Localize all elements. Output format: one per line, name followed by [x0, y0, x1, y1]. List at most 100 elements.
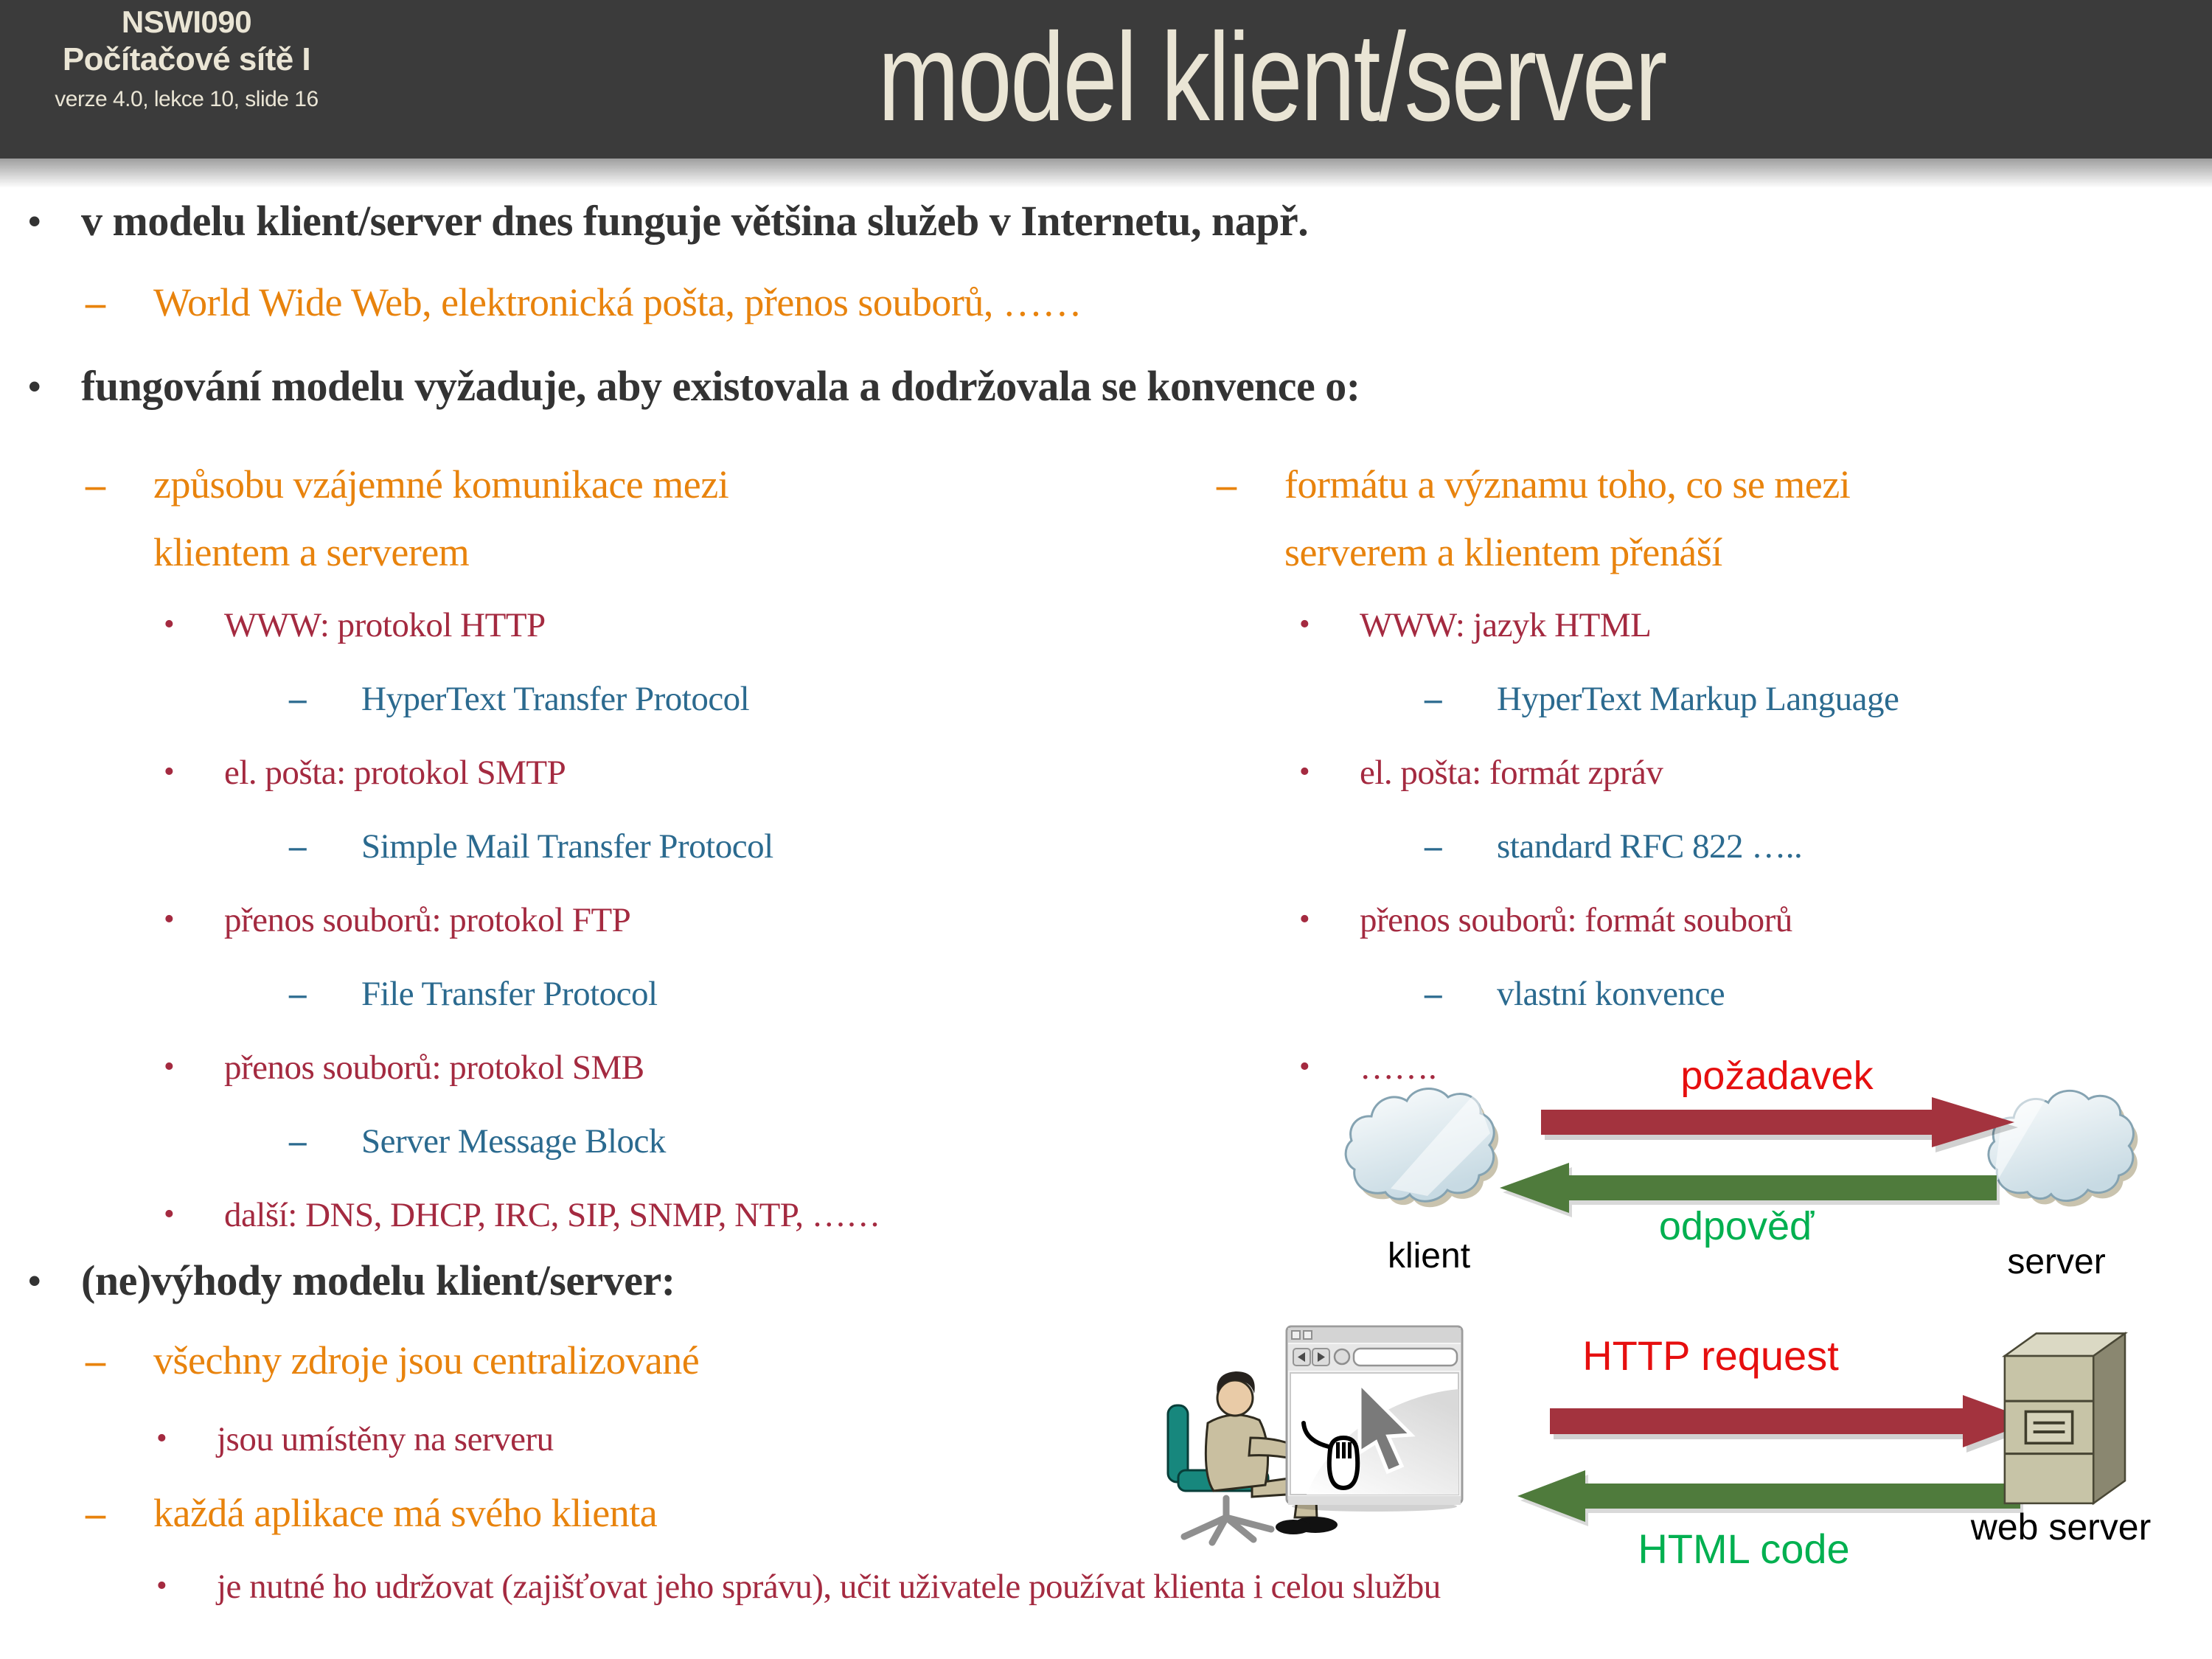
list-item: • el. pošta: protokol SMTP: [164, 754, 880, 827]
bullet-3: • (ne)výhody modelu klient/server:: [28, 1256, 675, 1305]
html-code-label: HTML code: [1638, 1526, 1850, 1572]
forward-icon: [1318, 1352, 1325, 1362]
bullet-1-sub: – World Wide Web, elektronická pošta, př…: [86, 280, 1082, 324]
dash-icon: –: [289, 1122, 307, 1161]
bullet-icon: •: [1299, 1050, 1310, 1084]
top-arrows: [1500, 1097, 2018, 1217]
list-item-text: el. pošta: protokol SMTP: [224, 754, 566, 792]
cursor-arrow-icon: [1357, 1378, 1416, 1475]
web-server-label: web server: [1970, 1506, 2152, 1548]
address-bar: [1352, 1347, 1458, 1367]
list-item-text: WWW: protokol HTTP: [224, 606, 546, 644]
bullet-icon: •: [164, 755, 175, 789]
dash-icon: –: [289, 827, 307, 866]
list-item: –vlastní konvence: [1299, 975, 1899, 1048]
dash-icon: –: [289, 975, 307, 1013]
dash-icon: –: [1425, 680, 1442, 718]
server-label: server: [2007, 1242, 2106, 1281]
bullet-icon: •: [28, 366, 41, 407]
list-item-text: Server Message Block: [361, 1122, 666, 1161]
right-heading-line1: formátu a významu toho, co se mezi: [1284, 462, 1851, 507]
left-column-list: • WWW: protokol HTTP – HyperText Transfer …: [164, 606, 880, 1270]
course-info: NSWI090 Počítačové sítě I verze 4.0, lek…: [13, 4, 360, 113]
list-item-text: přenos souborů: protokol SMB: [224, 1048, 644, 1087]
slide-title-text: model klient/server: [877, 7, 1668, 147]
titlebar-square: [1291, 1330, 1301, 1340]
person-hair: [1217, 1371, 1255, 1395]
list-item-text: přenos souborů: protokol FTP: [224, 901, 631, 939]
bullet-icon: •: [1299, 608, 1310, 641]
bullet-icon: •: [164, 608, 175, 641]
browser-window-icon: [1285, 1325, 1464, 1512]
list-item-text: el. pošta: formát zpráv: [1360, 754, 1663, 792]
bottom-arrows: [1517, 1395, 2037, 1526]
refresh-button: [1333, 1348, 1351, 1366]
list-item-text: Simple Mail Transfer Protocol: [361, 827, 773, 866]
response-label: odpověď: [1658, 1204, 1815, 1248]
list-item-text: vlastní konvence: [1497, 975, 1725, 1013]
bullet-icon: •: [1299, 902, 1310, 936]
list-item: • WWW: jazyk HTML: [1299, 606, 1899, 680]
dash-icon: –: [1425, 827, 1442, 866]
mouse-line: [1336, 1442, 1340, 1458]
list-item-text: File Transfer Protocol: [361, 975, 658, 1013]
left-heading-line1: způsobu vzájemné komunikace mezi: [153, 462, 729, 507]
browser-titlebar: [1288, 1328, 1461, 1343]
dash-icon: –: [86, 1338, 105, 1382]
list-item: •el. pošta: formát zpráv: [1299, 754, 1899, 827]
list-item: – HyperText Markup Language: [1299, 680, 1899, 754]
list-item-text: …….: [1360, 1048, 1437, 1087]
chair-base: [1180, 1495, 1275, 1546]
right-column-list: • WWW: jazyk HTML – HyperText Markup Langu…: [1299, 606, 1899, 1122]
bullet-icon: •: [28, 201, 41, 242]
html-code-arrow-icon: [1517, 1470, 2020, 1522]
bullet-3-sub2: – každá aplikace má svého klienta: [86, 1491, 658, 1535]
list-item-text: WWW: jazyk HTML: [1360, 606, 1652, 644]
request-arrow-icon: [1541, 1097, 2014, 1147]
tower-side: [2092, 1331, 2126, 1506]
list-item-text: HyperText Markup Language: [1497, 680, 1899, 718]
right-column-heading-text: formátu a významu toho, co se mezi serve…: [1284, 451, 1851, 587]
bullet-2: • fungování modelu vyžaduje, aby existov…: [28, 362, 1360, 411]
list-item-text: standard RFC 822 …..: [1497, 827, 1803, 866]
bullet-1-text: v modelu klient/server dnes funguje větš…: [81, 197, 1309, 245]
dash-icon: –: [86, 280, 105, 324]
bullet-3-sub1-text: všechny zdroje jsou centralizované: [153, 1338, 700, 1382]
left-column-heading-text: způsobu vzájemné komunikace mezi kliente…: [153, 451, 729, 587]
slide-title: model klient/server: [627, 0, 1917, 155]
client-label: klient: [1387, 1237, 1471, 1276]
left-column-heading: – způsobu vzájemné komunikace mezi klien…: [86, 451, 729, 587]
list-item: •přenos souborů: formát souborů: [1299, 901, 1899, 975]
bullet-icon: •: [156, 1569, 167, 1603]
mouse-cable: [1301, 1421, 1331, 1449]
list-item: • WWW: protokol HTTP: [164, 606, 880, 680]
bullet-3-sub1-detail: • jsou umístěny na serveru: [156, 1420, 554, 1459]
shoe: [1276, 1520, 1311, 1534]
list-item: • přenos souborů: protokol SMB: [164, 1048, 880, 1122]
browser-statusbar: [1288, 1496, 1461, 1505]
bullet-icon: •: [164, 1050, 175, 1084]
bullet-icon: •: [156, 1422, 167, 1455]
bullet-icon: •: [28, 1260, 41, 1301]
bullet-3-sub2-detail: • je nutné ho udržovat (zajišťovat jeho …: [156, 1568, 1441, 1607]
bullet-icon: •: [164, 1197, 175, 1231]
bullet-3-sub1-detail-text: jsou umístěny na serveru: [217, 1420, 554, 1458]
bullet-icon: •: [164, 902, 175, 936]
version-info: verze 4.0, lekce 10, slide 16: [55, 86, 319, 111]
header-bar: [0, 0, 2212, 159]
list-item: • přenos souborů: protokol FTP: [164, 901, 880, 975]
list-item-text: HyperText Transfer Protocol: [361, 680, 750, 718]
drive-bay: [2024, 1410, 2074, 1445]
bullet-3-text: (ne)výhody modelu klient/server:: [81, 1256, 675, 1304]
titlebar-square: [1303, 1330, 1312, 1340]
http-request-label: HTTP request: [1582, 1332, 1839, 1379]
course-code: NSWI090: [121, 4, 252, 39]
bullet-2-text: fungování modelu vyžaduje, aby existoval…: [81, 362, 1360, 410]
http-request-arrow-icon: [1550, 1395, 2034, 1447]
bullet-1: • v modelu klient/server dnes funguje vě…: [28, 197, 1309, 246]
web-server-tower-icon: [2001, 1331, 2128, 1506]
dash-icon: –: [86, 1491, 105, 1535]
dash-icon: –: [1217, 462, 1237, 507]
bullet-3-sub1: – všechny zdroje jsou centralizované: [86, 1338, 700, 1382]
course-name: Počítačové sítě I: [62, 41, 311, 78]
